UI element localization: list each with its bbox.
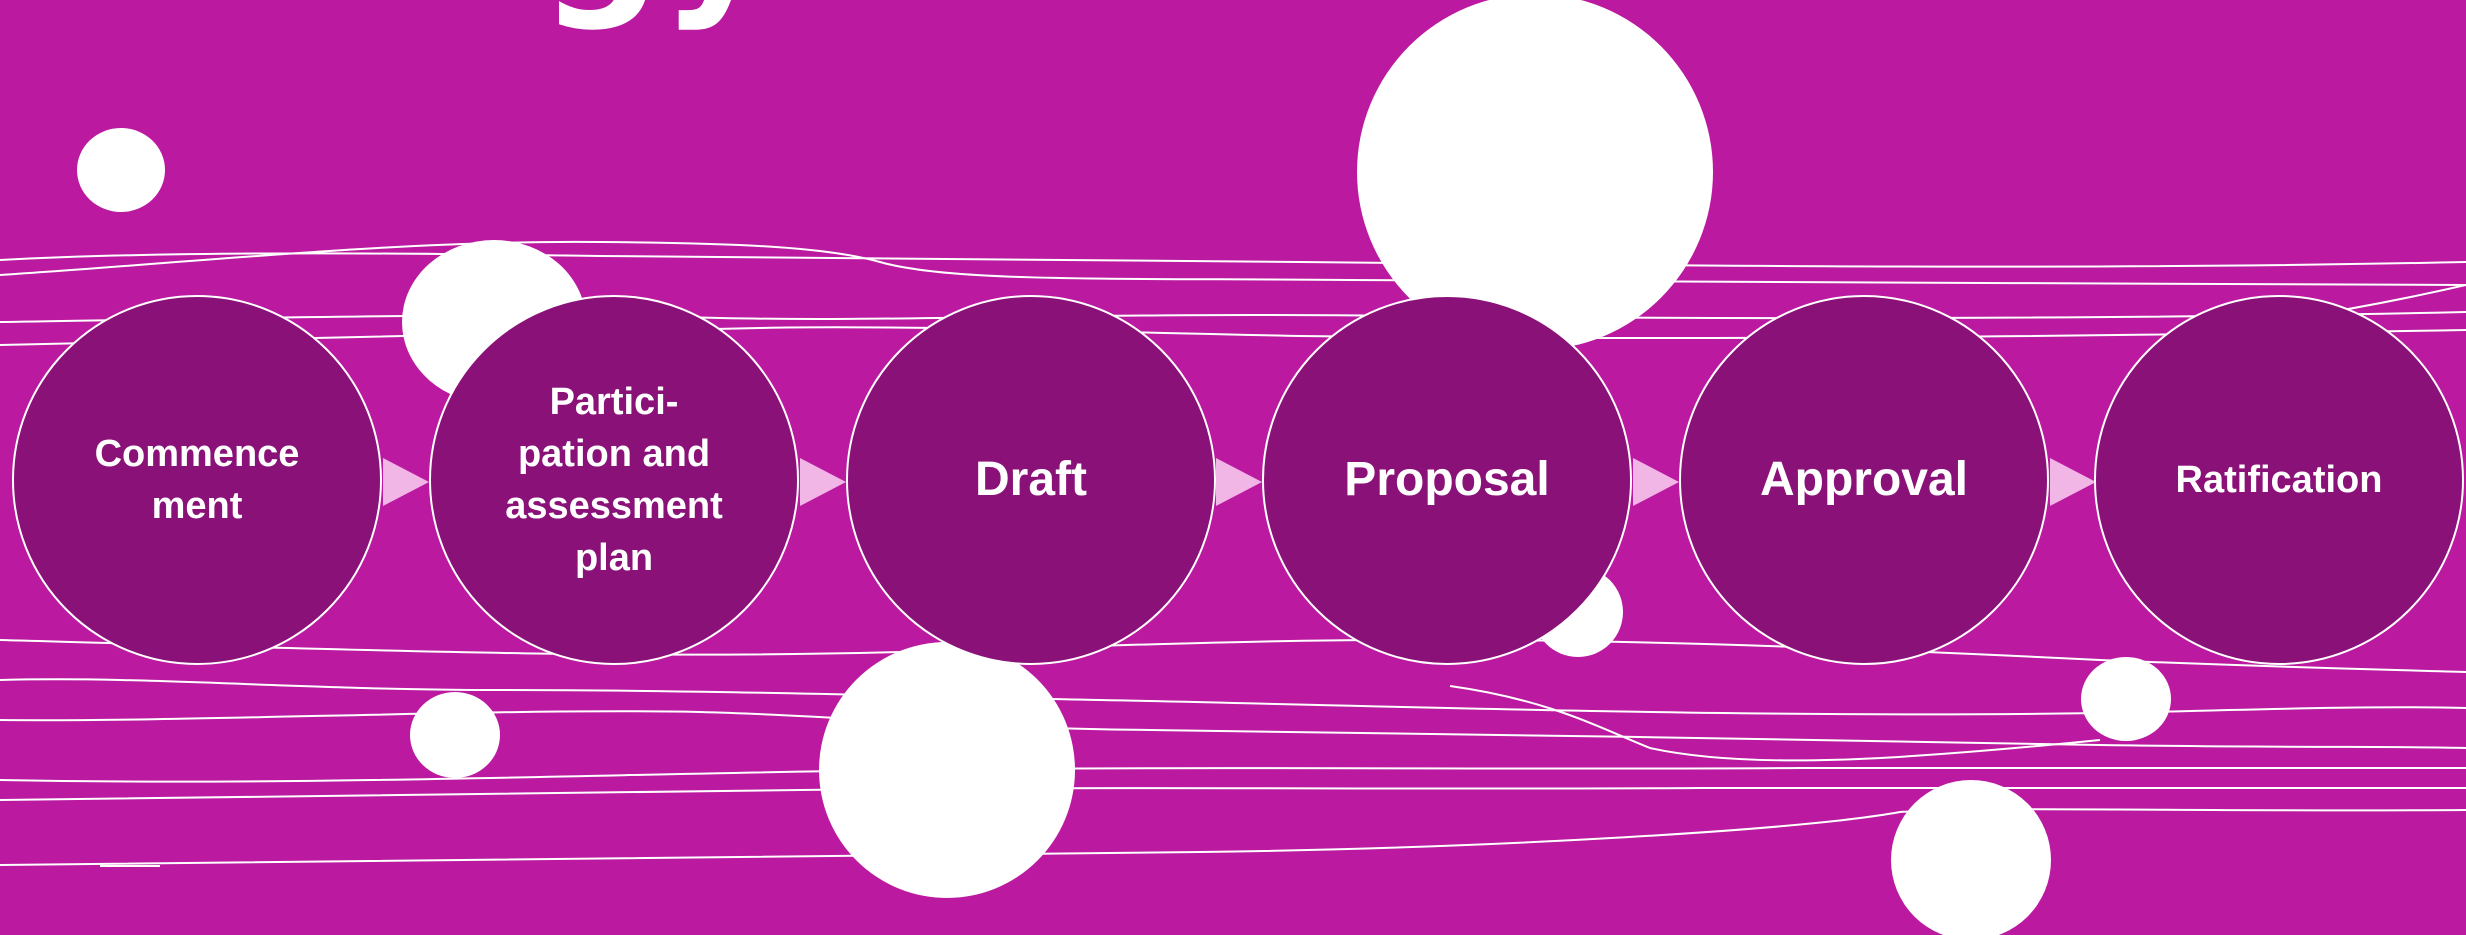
decor-line (0, 766, 2466, 783)
step-label: Draft (974, 453, 1087, 506)
arrow-icon (1216, 458, 1262, 506)
decor-dot (410, 692, 500, 778)
step-label: Ratification (2175, 459, 2383, 501)
decor-dot (2081, 657, 2171, 741)
decor-line (0, 678, 2466, 716)
arrow-icon (2050, 458, 2096, 506)
step-commencement: Commence ment (12, 295, 382, 665)
step-label: Commence ment (94, 433, 300, 527)
decor-line (0, 786, 2466, 801)
decor-line (0, 326, 2466, 346)
decor-dot (819, 642, 1075, 898)
decor-line (0, 311, 2466, 323)
step-ratification: Ratification (2094, 295, 2464, 665)
step-label: Proposal (1344, 453, 1550, 506)
page-title-fragment: gy (540, 0, 773, 20)
decor-line (0, 638, 2466, 673)
step-label: Partici- pation and assessment plan (505, 381, 723, 579)
decor-dot (1357, 0, 1713, 350)
decor-line (0, 808, 2466, 866)
arrow-icon (383, 458, 429, 506)
decor-dot (77, 128, 165, 212)
arrow-icon (1633, 458, 1679, 506)
decor-line (0, 240, 2466, 286)
step-approval: Approval (1679, 295, 2049, 665)
step-participation-and-assessment-plan: Partici- pation and assessment plan (429, 295, 799, 665)
arrow-icon (800, 458, 846, 506)
step-proposal: Proposal (1262, 295, 1632, 665)
decor-line (0, 252, 2466, 268)
decor-line (1449, 685, 2101, 762)
decor-dot (1891, 780, 2051, 935)
step-label: Approval (1759, 453, 1969, 506)
step-draft: Draft (846, 295, 1216, 665)
